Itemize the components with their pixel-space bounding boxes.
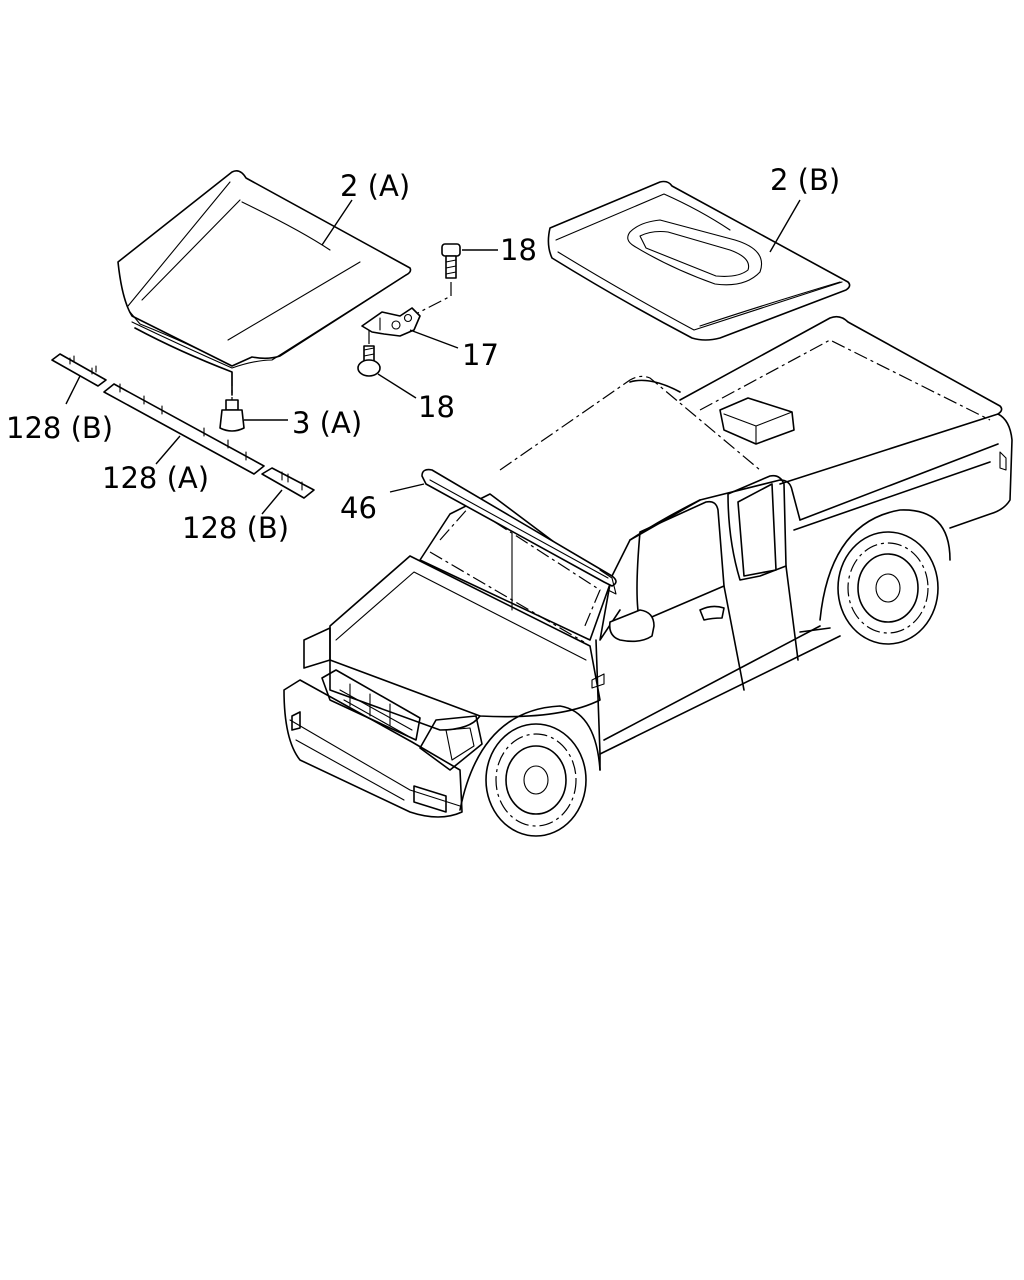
seal-b-left-leader <box>65 375 81 405</box>
hood-b-part <box>547 180 851 341</box>
pickup-truck <box>283 315 1013 837</box>
bolt-bottom-callout: 18 <box>418 390 455 424</box>
hood-b-callout: 2 (B) <box>770 163 840 197</box>
hood-a-callout: 2 (A) <box>340 169 410 203</box>
cowl-callout: 46 <box>340 491 377 525</box>
hood-b-leader <box>769 199 801 253</box>
seal-a-part <box>103 383 265 475</box>
hinge-part <box>361 307 421 337</box>
cowl-part <box>421 468 617 595</box>
seal-a-callout: 128 (A) <box>102 461 209 495</box>
seal-b-left-part <box>51 353 107 387</box>
cowl-leader <box>389 483 425 493</box>
hood-a-part <box>117 170 412 400</box>
seal-b-right-part <box>261 467 315 499</box>
bolt-top-part <box>441 243 461 279</box>
hood-a-leader <box>321 199 353 246</box>
hinge-callout: 17 <box>462 338 499 372</box>
seal-a-leader <box>155 435 181 465</box>
bumper-a-callout: 3 (A) <box>292 406 362 440</box>
seal-b-right-leader <box>261 489 283 515</box>
seal-b-right-callout: 128 (B) <box>182 511 289 545</box>
bolt-bottom-leader <box>377 373 417 399</box>
seal-b-left-callout: 128 (B) <box>6 411 113 445</box>
bolt-bottom-part <box>357 345 381 377</box>
bolt-top-callout: 18 <box>500 233 537 267</box>
hinge-leader <box>409 329 459 349</box>
bumper-a-part <box>219 399 245 432</box>
